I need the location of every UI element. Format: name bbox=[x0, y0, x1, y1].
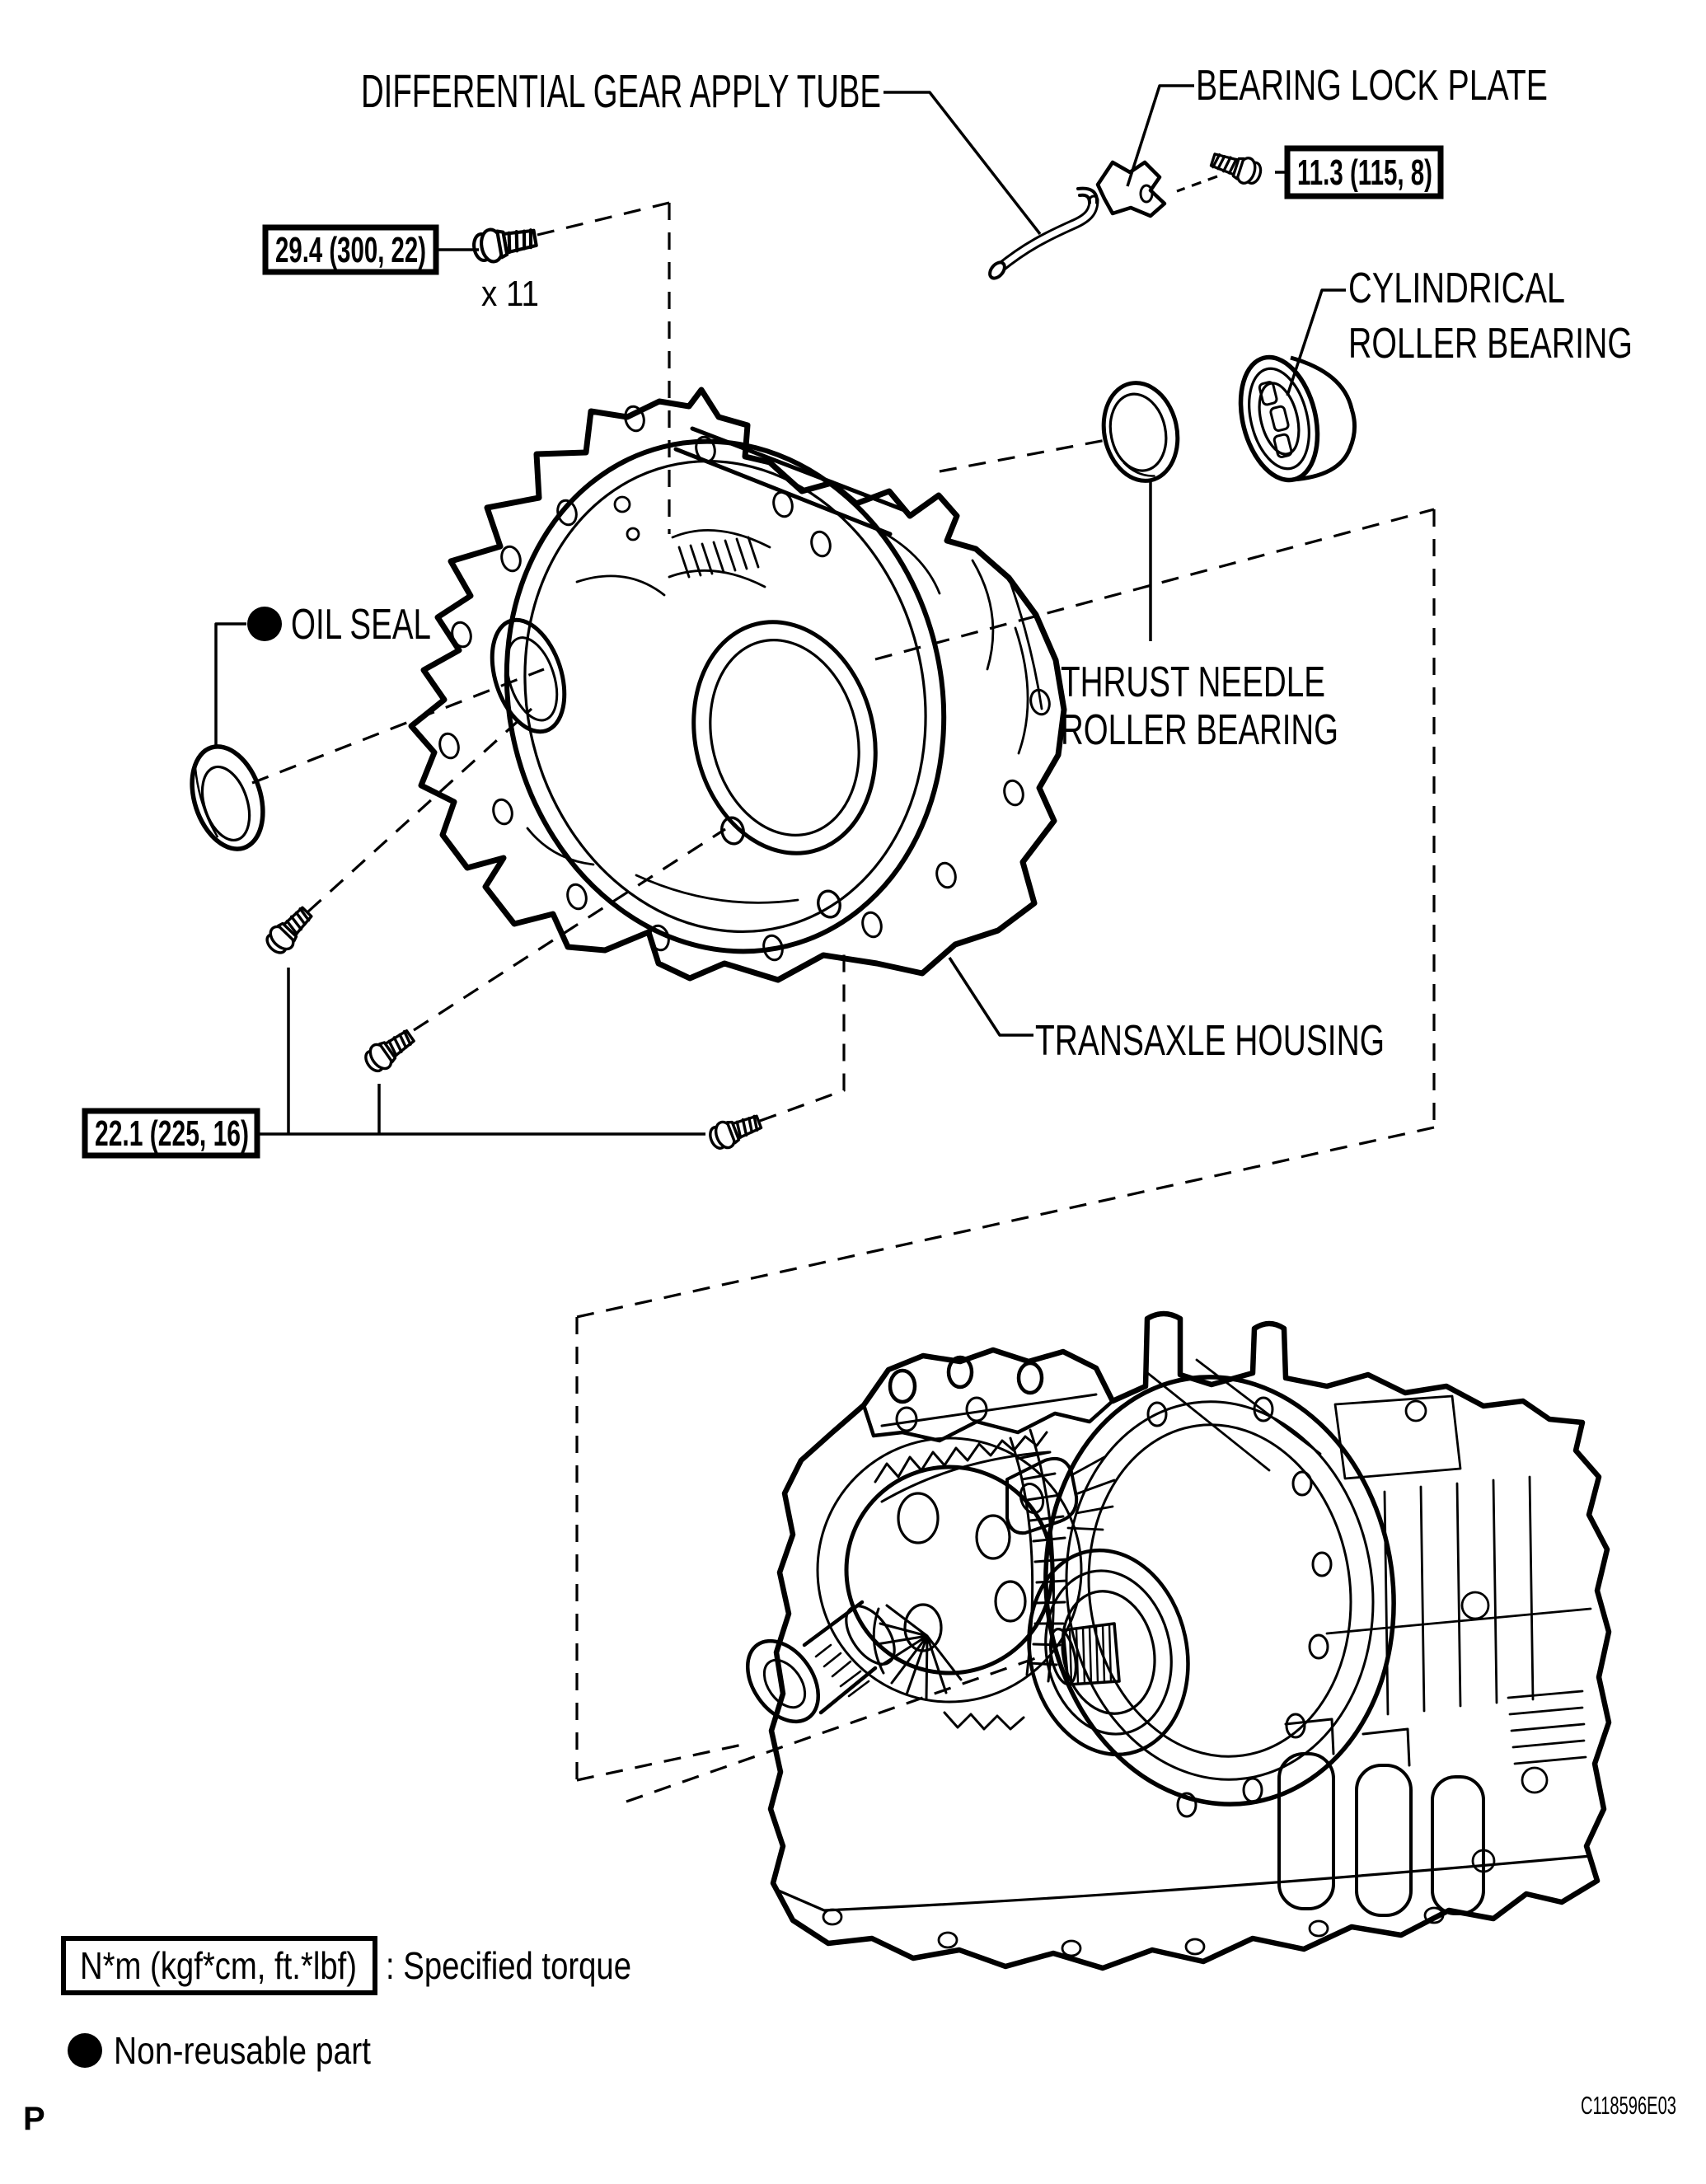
label-thrust-line1: THRUST NEEDLE bbox=[1061, 658, 1325, 706]
apply-tube-end-cap bbox=[988, 260, 1006, 280]
leader-oil-seal bbox=[214, 622, 246, 748]
assembly-pinion-shaft bbox=[1005, 1455, 1116, 1535]
label-differential-gear-apply-tube: DIFFERENTIAL GEAR APPLY TUBE bbox=[361, 65, 881, 118]
non-reusable-bullet-oil-seal bbox=[247, 607, 282, 641]
leader-apply-tube bbox=[883, 91, 1042, 236]
housing-bell-rim bbox=[504, 438, 947, 954]
torque-value-housing-bolt: 29.4 (300, 22) bbox=[275, 230, 426, 270]
dash-oil-seal-axis bbox=[251, 668, 545, 785]
housing-gear-hatch bbox=[613, 495, 771, 588]
case-bolt-icon-2 bbox=[359, 1023, 419, 1078]
label-cylindrical-line1: CYLINDRICAL bbox=[1348, 265, 1565, 312]
apply-tube-inner bbox=[996, 197, 1097, 272]
assembly-solenoids bbox=[1277, 1718, 1485, 1917]
lock-plate-hole bbox=[1139, 184, 1154, 204]
dash-lock-plate-bolt bbox=[1176, 175, 1218, 193]
assembly-top-flange bbox=[861, 1347, 1115, 1443]
non-reusable-bullet-legend bbox=[68, 2033, 102, 2068]
label-bearing-lock-plate: BEARING LOCK PLATE bbox=[1196, 62, 1548, 110]
oil-seal-drawing bbox=[190, 744, 265, 851]
label-thrust-line2: ROLLER BEARING bbox=[1061, 706, 1338, 754]
leader-lines bbox=[214, 84, 1346, 1136]
dash-housing-bolt bbox=[537, 201, 670, 237]
housing-axle-bore bbox=[490, 617, 567, 734]
dash-plane-right-top bbox=[874, 508, 1435, 661]
torque-box-housing-bolt: 29.4 (300, 22) bbox=[262, 224, 439, 275]
assembly-diff-case bbox=[816, 1436, 1083, 1731]
assembly-case-outline bbox=[767, 1310, 1612, 1971]
label-transaxle-housing: TRANSAXLE HOUSING bbox=[1035, 1017, 1385, 1065]
dash-case-bolt3 bbox=[759, 946, 846, 1122]
figure-code: C118596E03 bbox=[1581, 2091, 1676, 2120]
housing-inner-bolt-holes bbox=[720, 816, 841, 919]
legend-torque-caption: : Specified torque bbox=[386, 1944, 631, 1987]
dash-diff-axis bbox=[626, 1653, 1046, 1803]
label-cylindrical-line2: ROLLER BEARING bbox=[1348, 320, 1633, 368]
leader-torque-22 bbox=[257, 968, 705, 1136]
housing-top-strut bbox=[673, 426, 909, 537]
thrust-needle-bearing-drawing bbox=[1101, 381, 1180, 483]
transaxle-housing-drawing bbox=[408, 387, 1067, 983]
legend-torque-unit: N*m (kgf*cm, ft.*lbf) bbox=[80, 1944, 357, 1987]
dash-plane-bottom-slant bbox=[576, 1742, 747, 1782]
assembly-case-details bbox=[773, 1358, 1592, 1957]
housing-surface-lines bbox=[526, 526, 1043, 904]
page-marker: P bbox=[23, 2101, 45, 2137]
assembly-cv-stub bbox=[745, 1600, 896, 1724]
apply-tube-hook bbox=[1076, 186, 1099, 204]
housing-outline bbox=[408, 387, 1067, 983]
torque-count-housing-bolt: x 11 bbox=[481, 274, 539, 314]
dash-case-bolt1 bbox=[307, 707, 533, 913]
apply-tube-drawing bbox=[988, 186, 1099, 280]
leader-transaxle-housing bbox=[948, 957, 1033, 1037]
lower-assembly-drawing bbox=[745, 1310, 1612, 1971]
leader-cylindrical-bearing bbox=[1286, 288, 1346, 396]
dash-case-bolt2 bbox=[413, 827, 726, 1032]
legend-torque-box bbox=[61, 1936, 377, 1995]
housing-bolt-icon bbox=[471, 223, 537, 265]
assembly-clutch-drum bbox=[1043, 1375, 1396, 1818]
torque-value-case-bolt: 22.1 (225, 16) bbox=[95, 1113, 249, 1154]
housing-rim-bolt-holes bbox=[438, 405, 1051, 962]
legend-non-reusable: Non-reusable part bbox=[114, 2029, 371, 2072]
bearing-lock-plate-drawing bbox=[1095, 160, 1167, 218]
lock-plate-bolt-icon bbox=[1207, 146, 1266, 189]
dash-needle-bearing-axis bbox=[939, 438, 1107, 473]
assembly-splined-hub bbox=[1027, 1548, 1190, 1757]
torque-box-lock-plate-bolt: 11.3 (115, 8) bbox=[1284, 145, 1444, 199]
construction-lines bbox=[251, 175, 1436, 1803]
label-oil-seal: OIL SEAL bbox=[291, 601, 431, 649]
torque-box-case-bolt: 22.1 (225, 16) bbox=[82, 1108, 260, 1159]
legend: N*m (kgf*cm, ft.*lbf) : Specified torque… bbox=[61, 1936, 631, 2072]
leader-lock-plate bbox=[1126, 84, 1194, 187]
housing-clutch-bore bbox=[691, 620, 878, 855]
case-bolt-icon-3 bbox=[705, 1108, 766, 1155]
dash-plane-middle-slant bbox=[576, 1126, 1435, 1319]
torque-value-lock-plate-bolt: 11.3 (115, 8) bbox=[1297, 152, 1432, 193]
cylindrical-roller-bearing-drawing bbox=[1238, 354, 1357, 483]
